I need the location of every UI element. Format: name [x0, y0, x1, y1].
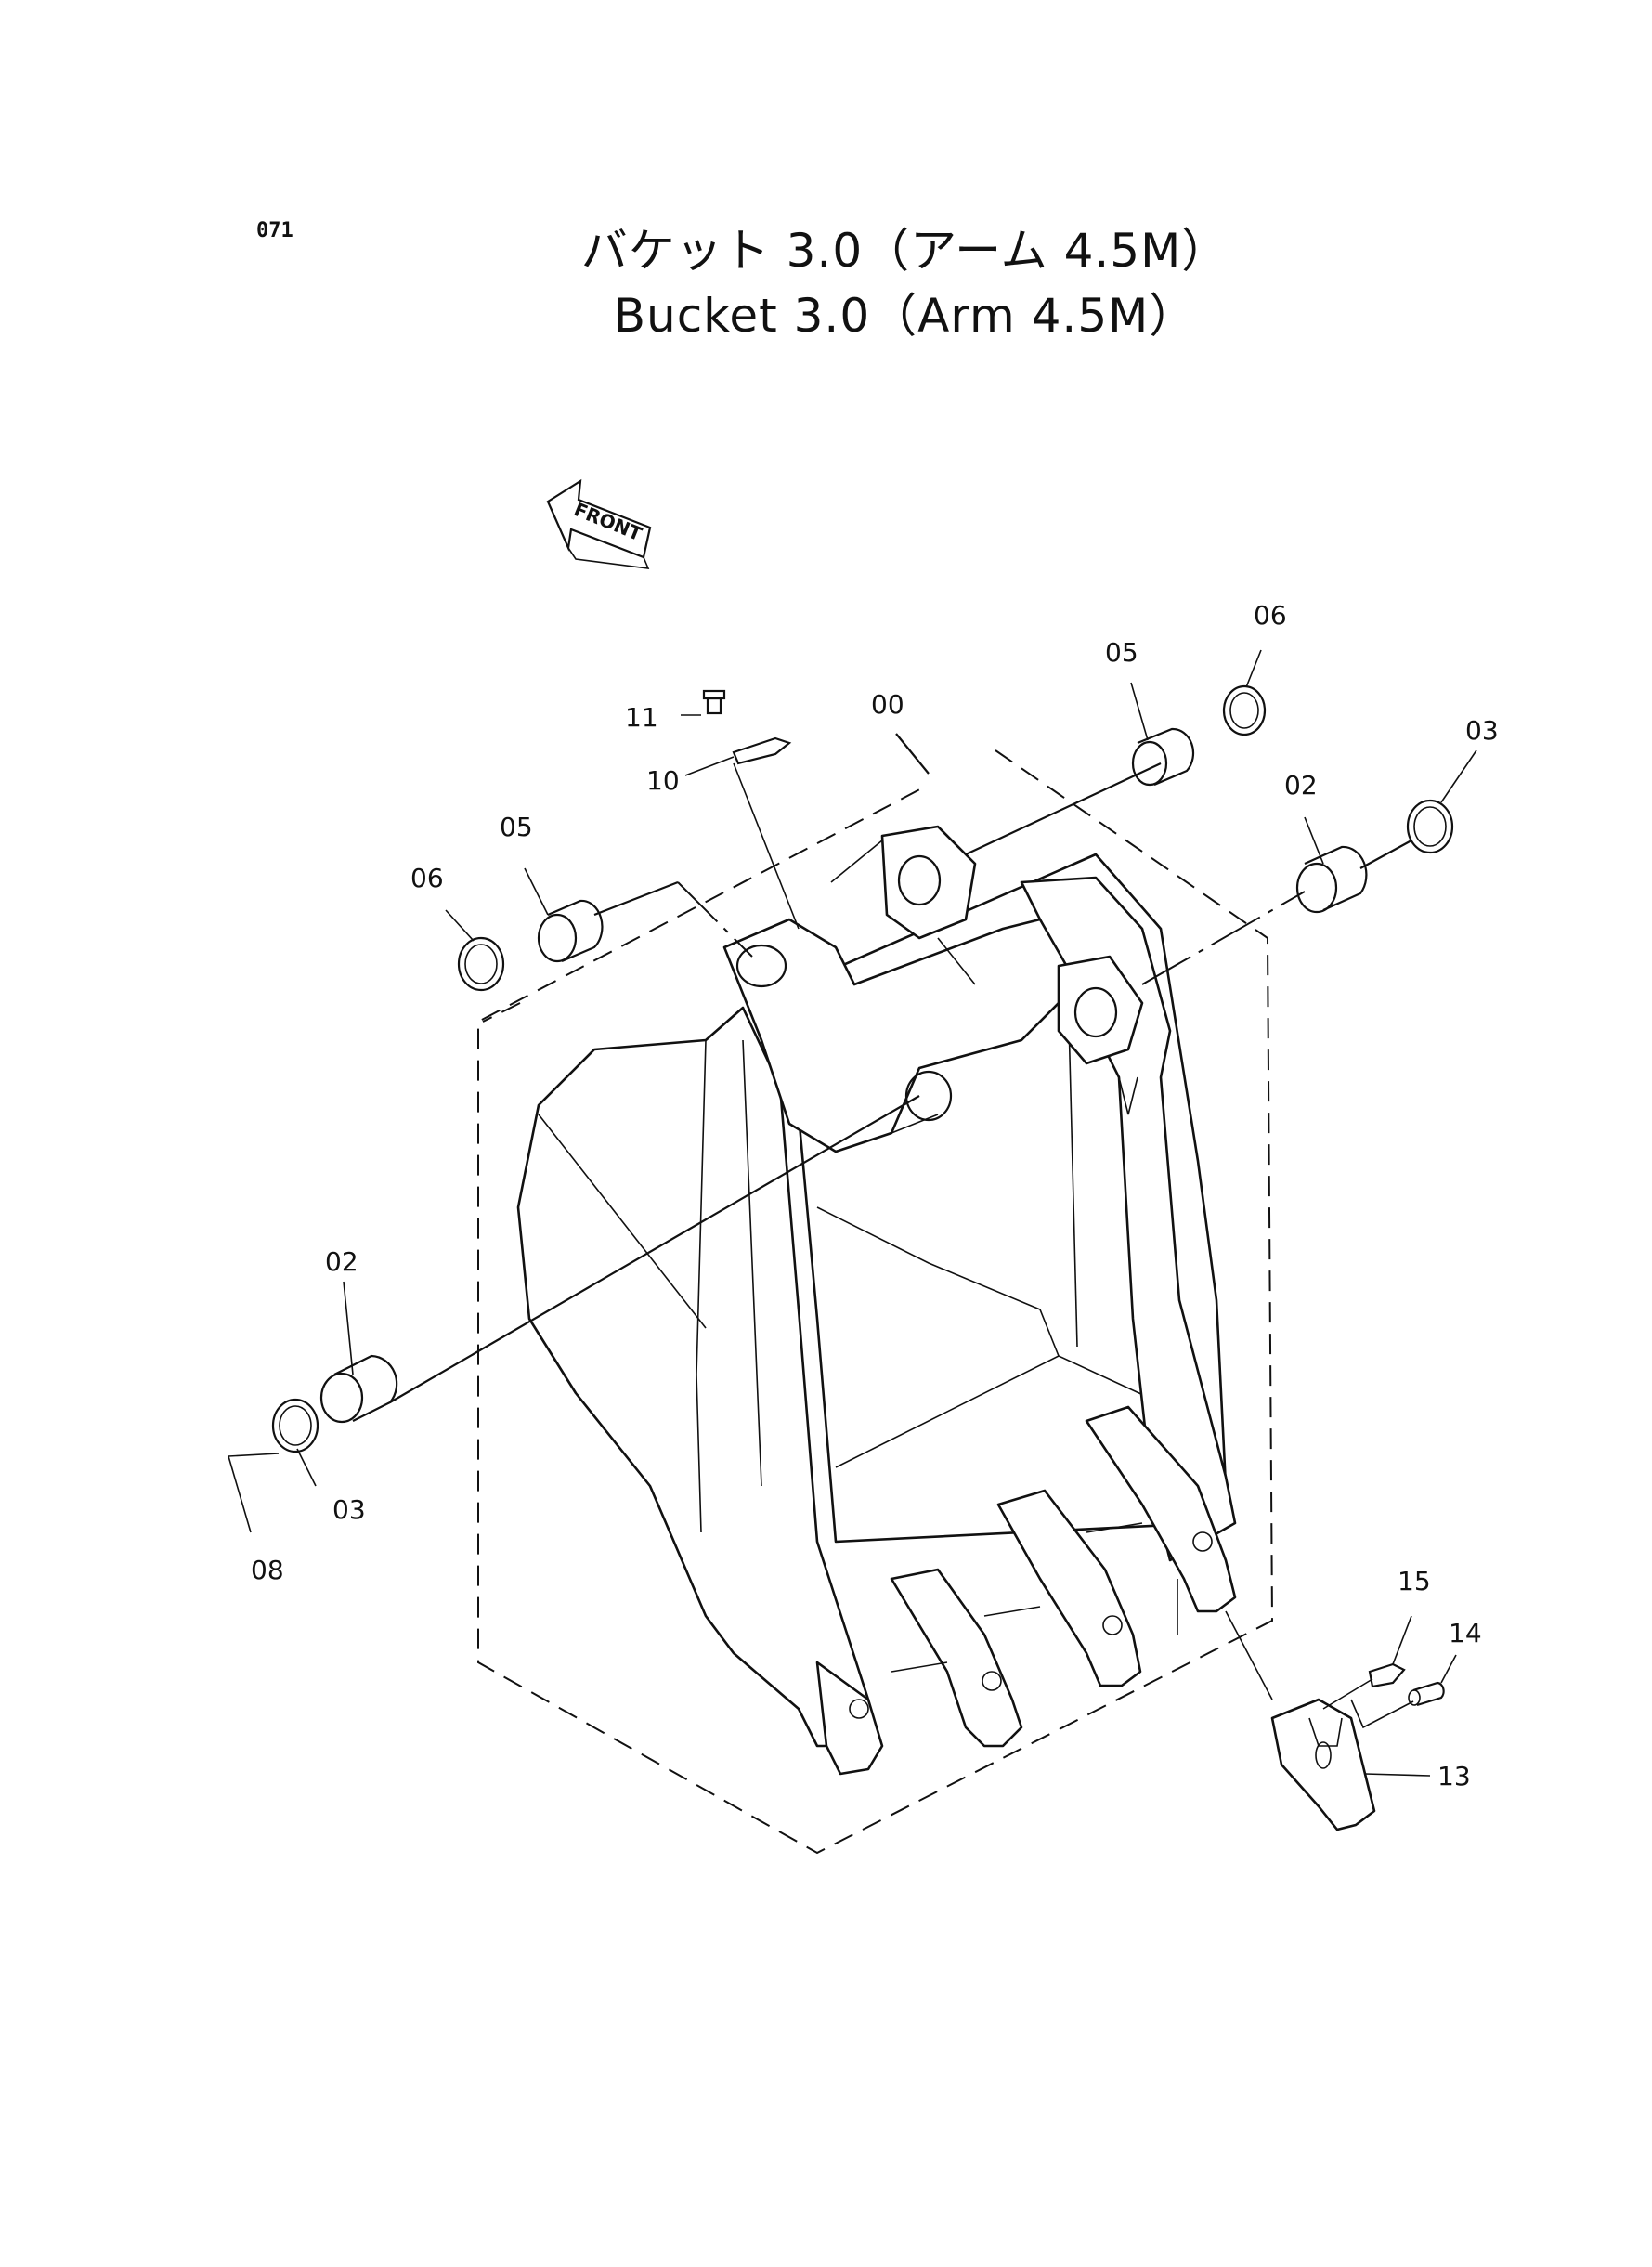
- callout-03-right: 03: [1465, 715, 1499, 746]
- callout-06-left: 06: [410, 863, 444, 893]
- ring-06-right: [1222, 684, 1267, 736]
- callout-02-left: 02: [325, 1246, 358, 1277]
- title-english: Bucket 3.0（Arm 4.5M）: [613, 289, 1197, 343]
- callout-02-right: 02: [1284, 770, 1318, 801]
- callout-05-left: 05: [500, 812, 533, 842]
- assembly-boundary: [477, 749, 1274, 1855]
- callout-13: 13: [1437, 1761, 1471, 1791]
- ring-06-left: [457, 936, 505, 992]
- callout-05-right: 05: [1105, 637, 1138, 668]
- bushing-02-left: [319, 1354, 398, 1424]
- front-arrow-icon: FRONT: [546, 478, 652, 569]
- callout-00: 00: [871, 689, 904, 720]
- tooth-13: [1270, 1698, 1376, 1831]
- callout-14: 14: [1449, 1618, 1482, 1648]
- front-label: FRONT: [571, 498, 645, 545]
- screw-11: [702, 689, 726, 715]
- bushing-05-left: [537, 899, 604, 963]
- page-number: 071: [256, 219, 293, 242]
- callout-08: 08: [251, 1555, 284, 1585]
- callout-11: 11: [625, 702, 658, 733]
- pin-axis-upper-right: [965, 762, 1162, 855]
- bushing-05-right: [1131, 727, 1195, 787]
- callout-10: 10: [646, 765, 680, 796]
- bucket-body: [516, 825, 1237, 1776]
- bushing-02-right: [1295, 845, 1368, 914]
- ring-03-left: [271, 1398, 319, 1453]
- ring-03-right: [1406, 799, 1454, 854]
- pin-axis-lower-left: [389, 1095, 920, 1403]
- lock-15: [1368, 1662, 1406, 1688]
- pin-axis-upper-left: [593, 880, 679, 917]
- pin-axis-lower-right: [1141, 891, 1306, 985]
- callout-03-left: 03: [332, 1494, 366, 1525]
- callout-06-right: 06: [1254, 600, 1287, 631]
- callout-15: 15: [1398, 1566, 1431, 1596]
- pin-14: [1408, 1681, 1445, 1707]
- plate-10: [732, 736, 792, 765]
- title-japanese: バケット 3.0（アーム 4.5M）: [580, 224, 1229, 278]
